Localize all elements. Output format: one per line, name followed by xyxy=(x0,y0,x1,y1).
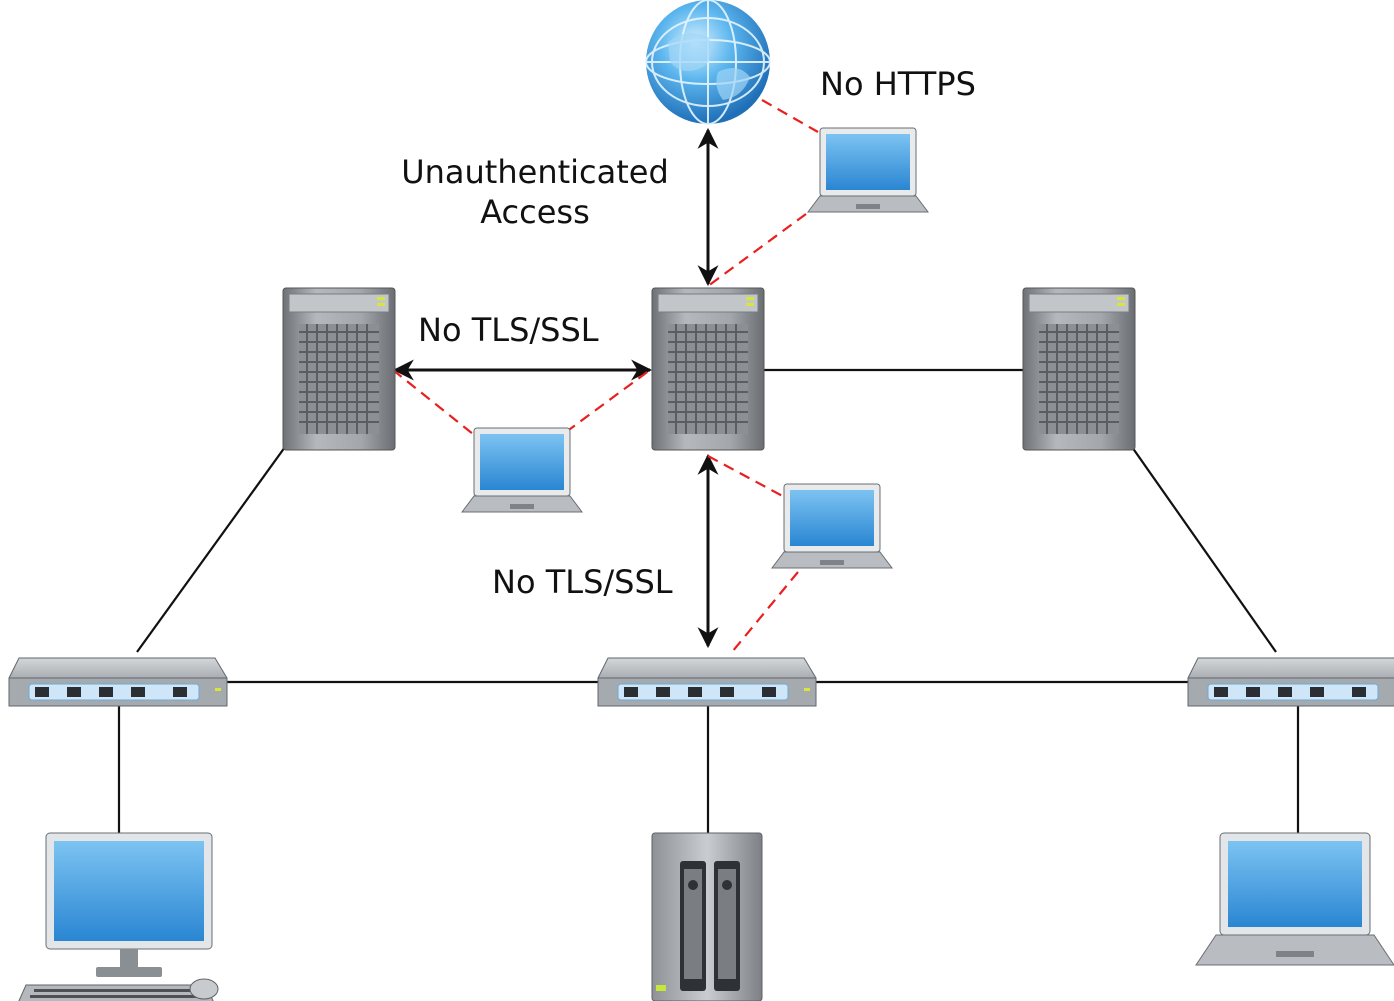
globe-icon xyxy=(645,0,771,125)
network-links xyxy=(117,368,1300,834)
attacker-laptop-switch-icon xyxy=(771,483,893,569)
desktop-computer-icon xyxy=(18,832,219,1001)
server-center-icon xyxy=(651,287,765,451)
nas-storage-icon xyxy=(651,832,763,1001)
switch-right-icon xyxy=(1187,657,1394,707)
no-https-label: No HTTPS xyxy=(820,65,976,103)
server-left-icon xyxy=(282,287,396,451)
laptop-client-icon xyxy=(1195,832,1394,966)
switch-center-icon xyxy=(597,657,817,707)
unauthenticated-label-line1: Unauthenticated xyxy=(401,153,669,191)
switch-left-icon xyxy=(8,657,228,707)
attack-lines xyxy=(392,99,819,653)
no-tls-label-vertical: No TLS/SSL xyxy=(492,563,673,601)
unauthenticated-label-line2: Access xyxy=(480,193,590,231)
server-right-icon xyxy=(1022,287,1136,451)
no-tls-label-top: No TLS/SSL xyxy=(418,311,599,349)
attacker-laptop-servers-icon xyxy=(461,427,583,513)
attacker-laptop-internet-icon xyxy=(807,127,929,213)
